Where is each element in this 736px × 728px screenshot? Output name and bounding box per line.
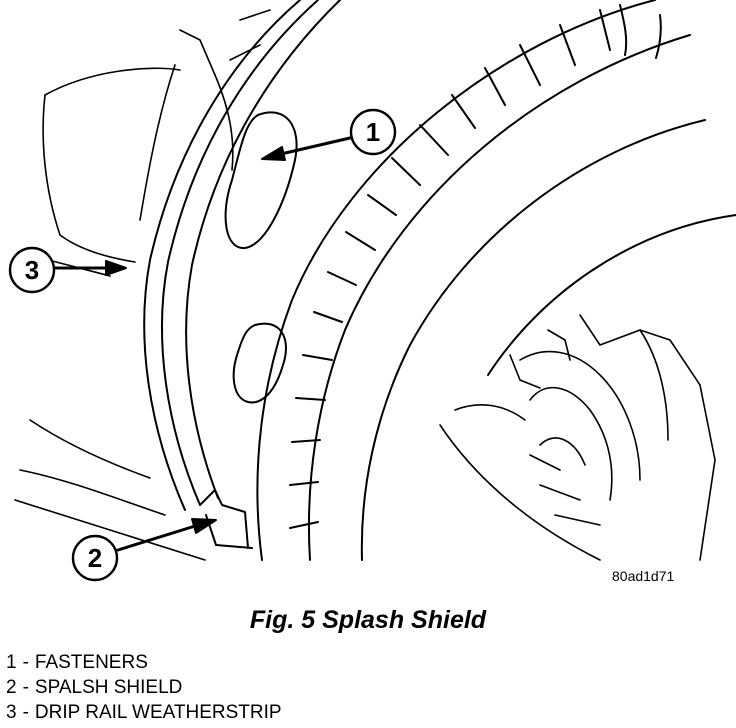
legend-separator: -: [22, 702, 29, 723]
callout-2-number: 2: [88, 543, 102, 573]
fastener-slots: [224, 111, 298, 404]
tire: [256, 0, 736, 561]
legend-label: FASTENERS: [34, 652, 148, 673]
legend-separator: -: [22, 652, 29, 673]
wheel-opening-arc: [143, 0, 341, 549]
legend-item: 3-DRIP RAIL WEATHERSTRIP: [6, 700, 282, 725]
legend-item: 1-FASTENERS: [6, 650, 282, 675]
legend-label: SPALSH SHIELD: [34, 677, 183, 698]
legend-number: 1: [6, 652, 17, 673]
callout-1: 1: [261, 108, 397, 161]
image-id-label: 80ad1d71: [612, 568, 675, 584]
legend-number: 2: [6, 677, 17, 698]
callout-3-number: 3: [25, 255, 39, 285]
figure-caption: Fig. 5 Splash Shield: [249, 606, 487, 634]
wheel-rim: [439, 314, 716, 561]
callout-1-number: 1: [366, 117, 380, 147]
legend: 1-FASTENERS 2-SPALSH SHIELD 3-DRIP RAIL …: [6, 650, 282, 725]
legend-number: 3: [6, 702, 17, 723]
callout-2: 2: [71, 518, 217, 582]
splash-shield-illustration: 1 2 3: [8, 0, 736, 582]
body-panel-lines: [14, 9, 271, 561]
legend-separator: -: [22, 677, 29, 698]
legend-label: DRIP RAIL WEATHERSTRIP: [34, 702, 282, 723]
callout-3: 3: [8, 246, 127, 294]
legend-item: 2-SPALSH SHIELD: [6, 675, 282, 700]
